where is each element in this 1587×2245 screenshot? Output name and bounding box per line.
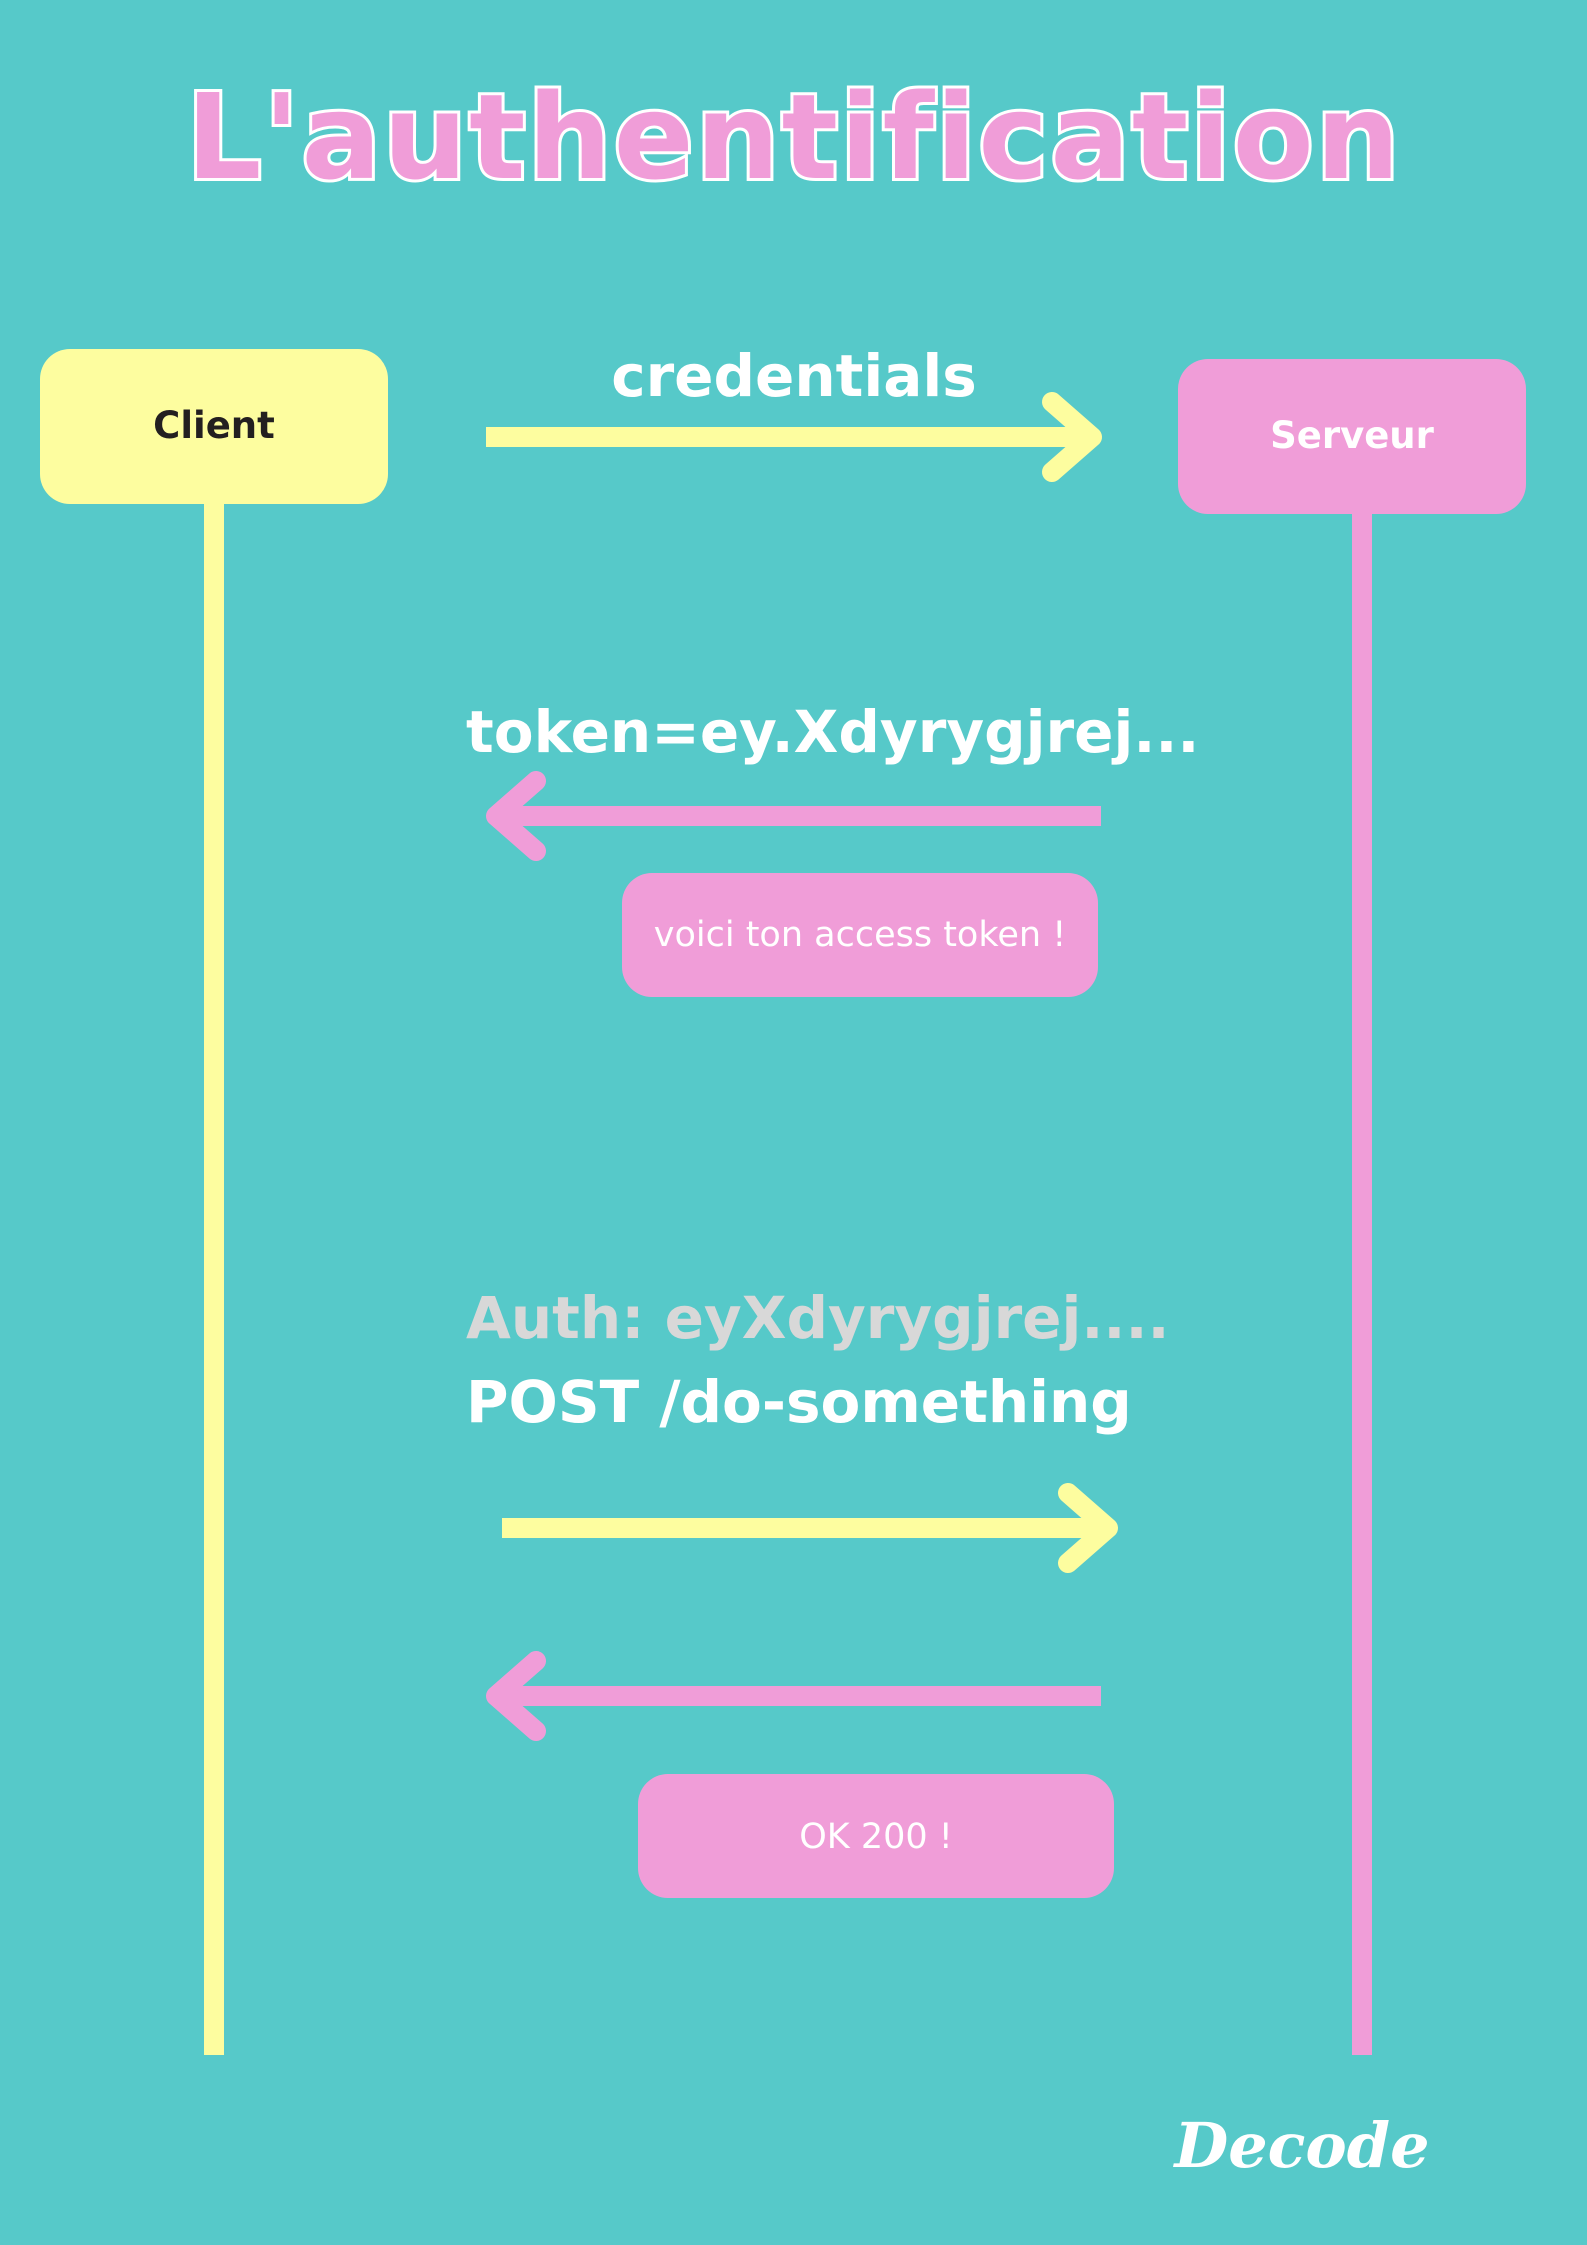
request-label: POST /do-something <box>466 1368 1132 1436</box>
access-token-note: voici ton access token ! <box>622 873 1098 997</box>
ok-note: OK 200 ! <box>638 1774 1114 1898</box>
response-arrow <box>486 1651 1101 1741</box>
ok-note-text: OK 200 ! <box>799 1817 953 1857</box>
brand-logo: Decode <box>1172 2109 1429 2182</box>
server-box <box>1178 359 1526 514</box>
auth-header-label: Auth: eyXdyrygjrej.... <box>466 1284 1170 1352</box>
credentials-label: credentials <box>611 342 977 410</box>
client-actor: Client <box>40 349 388 504</box>
access-token-note-text: voici ton access token ! <box>654 915 1066 955</box>
request-arrow <box>502 1483 1118 1573</box>
client-label: Client <box>153 404 275 447</box>
credentials-arrow <box>486 392 1102 482</box>
ok-note-box <box>638 1774 1114 1898</box>
server-label: Serveur <box>1270 414 1435 457</box>
client-box <box>40 349 388 504</box>
token-label: token=ey.Xdyrygjrej... <box>466 698 1199 766</box>
page-title: L'authentification <box>186 68 1402 206</box>
access-token-note-box <box>622 873 1098 997</box>
server-actor: Serveur <box>1178 359 1526 514</box>
token-return-arrow <box>486 771 1101 861</box>
